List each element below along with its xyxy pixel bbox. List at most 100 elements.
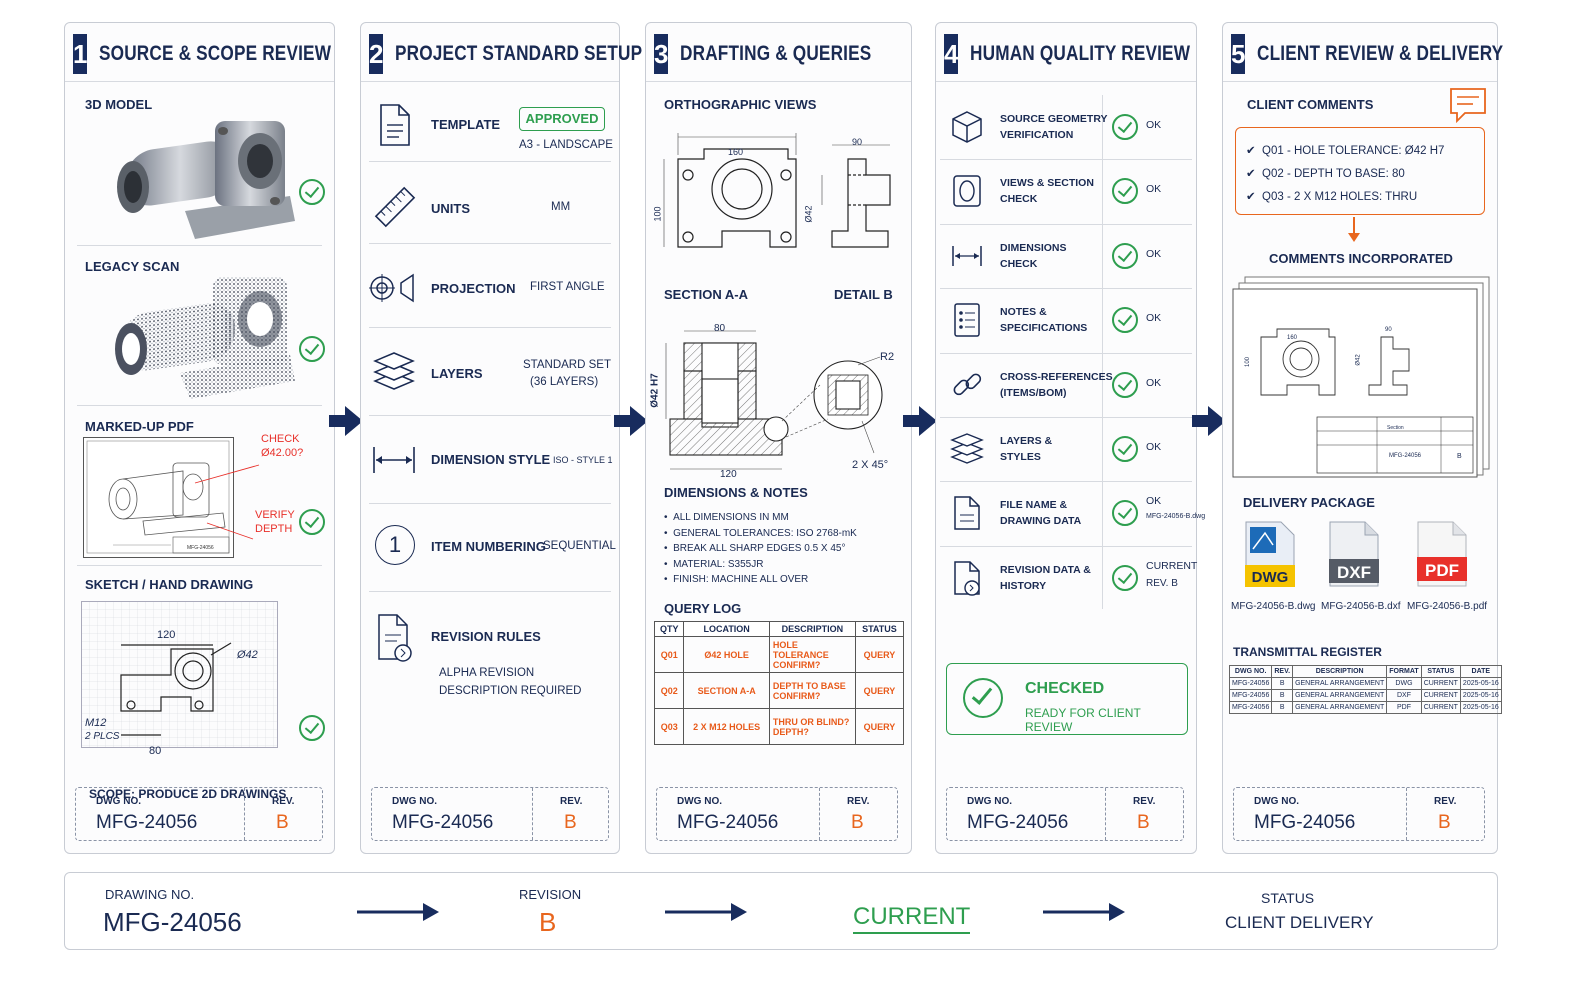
- qa-item-line: SPECIFICATIONS: [1000, 322, 1088, 335]
- dimension-icon: [373, 447, 415, 473]
- row-divider: [940, 352, 1192, 354]
- sketch-image: [81, 601, 278, 748]
- status-label: STATUS: [1261, 890, 1315, 906]
- transmittal-label: TRANSMITTAL REGISTER: [1233, 645, 1382, 659]
- section-detail-drawing: [665, 330, 883, 470]
- section-label: SECTION A-A: [664, 287, 749, 302]
- qa-item-line: VERIFICATION: [1000, 129, 1074, 141]
- dxf-badge: DXF: [1337, 563, 1371, 582]
- table-cell: QUERY: [854, 636, 905, 673]
- checked-label: CHECKED: [1025, 680, 1105, 697]
- drawing-no-label: DRAWING NO.: [105, 887, 195, 902]
- check-icon: [1112, 242, 1138, 269]
- client-comments-label: CLIENT COMMENTS: [1247, 97, 1374, 112]
- column-header: STATUS: [1420, 665, 1461, 678]
- revrules-label: REVISION RULES: [431, 629, 541, 644]
- delivery-label: DELIVERY PACKAGE: [1243, 495, 1375, 510]
- ortho-dim-160: 160: [728, 147, 744, 157]
- comment-item: ✔ Q01 - HOLE TOLERANCE: Ø42 H7: [1246, 145, 1445, 157]
- projection-value: FIRST ANGLE: [530, 281, 605, 293]
- dxf-file-icon[interactable]: DXF: [1329, 521, 1379, 587]
- panel-title: SOURCE & SCOPE REVIEW: [99, 42, 332, 65]
- panel-header: 4 HUMAN QUALITY REVIEW: [944, 31, 1190, 77]
- rev-label: REV.: [1434, 796, 1457, 807]
- pdf-file-icon[interactable]: PDF: [1417, 521, 1467, 587]
- footer-arrow-icon: [665, 903, 747, 921]
- itemnum-value: SEQUENTIAL: [543, 540, 616, 552]
- views-icon: [953, 175, 981, 208]
- qa-status: OK: [1146, 312, 1162, 325]
- rev-label: REV.: [560, 796, 583, 807]
- sheet-title-block-title: Section: [1387, 425, 1404, 431]
- link-icon: [953, 373, 982, 395]
- dwg-filename[interactable]: MFG-24056-B.dwg: [1231, 601, 1316, 612]
- current-status: CURRENT: [853, 903, 971, 934]
- label-sketch: SKETCH / HAND DRAWING: [85, 577, 254, 592]
- rev-value: B: [1137, 812, 1150, 833]
- sketch-m12: M12: [85, 717, 107, 729]
- dxf-filename[interactable]: MFG-24056-B.dxf: [1321, 601, 1401, 612]
- section-dim-h7: Ø42 H7: [649, 373, 661, 408]
- sheet-dim-42: Ø42: [1355, 354, 1362, 366]
- flow-arrow-icon: [614, 406, 648, 436]
- qa-status: OK: [1146, 247, 1162, 260]
- pdf-badge: PDF: [1425, 561, 1459, 580]
- row-divider: [940, 288, 1192, 290]
- status-value: CLIENT DELIVERY: [1225, 913, 1374, 932]
- qa-item-line: CROSS-REFERENCES: [1000, 370, 1113, 383]
- note-item: • FINISH: MACHINE ALL OVER: [664, 574, 809, 585]
- step-number: 1: [73, 34, 88, 74]
- table-row: Q01 Ø42 HOLE HOLE TOLERANCE CONFIRM? QUE…: [653, 636, 905, 673]
- section-dim-120: 120: [720, 469, 737, 480]
- pdf-dwg-text: MFG-24056: [187, 545, 214, 551]
- qa-item-line: DRAWING DATA: [1000, 515, 1082, 528]
- item-number-icon: 1: [375, 525, 415, 565]
- pdf-depth-note: DEPTH: [255, 523, 293, 535]
- qa-item-line: REVISION DATA &: [1000, 563, 1091, 576]
- pdf-check-value: Ø42.00?: [261, 447, 304, 459]
- row-divider: [940, 159, 1192, 161]
- check-icon: [1112, 114, 1138, 140]
- comment-list: ✔ Q01 - HOLE TOLERANCE: Ø42 H7 ✔ Q02 - D…: [1246, 140, 1444, 209]
- label-marked-up-pdf: MARKED-UP PDF: [85, 419, 194, 434]
- qa-item-line: (ITEMS/BOM): [1000, 386, 1067, 399]
- qa-status-detail: MFG-24056-B.dwg: [1146, 513, 1206, 521]
- pdf-verify-note: VERIFY: [255, 509, 295, 521]
- panel-client-review-delivery: 5 CLIENT REVIEW & DELIVERY CLIENT COMMEN…: [1222, 22, 1504, 854]
- panel-header: 2 PROJECT STANDARD SETUP: [369, 31, 643, 77]
- ortho-dim-100: 100: [652, 206, 663, 222]
- revision-value: B: [539, 907, 557, 937]
- table-cell: QUERY: [854, 708, 905, 745]
- qa-item-line: HISTORY: [1000, 579, 1047, 592]
- panel-header: 5 CLIENT REVIEW & DELIVERY: [1231, 31, 1504, 77]
- dwg-file-icon[interactable]: DWG: [1245, 521, 1295, 587]
- table-row: Q03 2 X M12 HOLES THRU OR BLIND? DEPTH? …: [653, 708, 905, 745]
- qa-item-label: NOTES &SPECIFICATIONS: [1000, 304, 1087, 336]
- detail-chamfer: 2 X 45°: [852, 459, 889, 471]
- flow-arrow-icon: [903, 406, 937, 436]
- layers-count: (36 LAYERS): [530, 376, 599, 388]
- pdf-filename[interactable]: MFG-24056-B.pdf: [1407, 601, 1488, 612]
- detail-label: DETAIL B: [834, 287, 893, 302]
- qa-item-line: LAYERS &: [1000, 435, 1053, 447]
- rev-label: REV.: [847, 796, 870, 807]
- table-cell: THRU OR BLIND? DEPTH?: [768, 708, 856, 745]
- label-legacy-scan: LEGACY SCAN: [85, 259, 180, 274]
- ready-label: READY FOR CLIENT REVIEW: [1025, 706, 1141, 734]
- table-header-row: DWG NO. REV. DESCRIPTION FORMAT STATUS D…: [1228, 665, 1502, 678]
- panel-title: DRAFTING & QUERIES: [680, 42, 872, 65]
- check-icon: [299, 715, 325, 741]
- table-cell: SECTION A-A: [683, 672, 770, 709]
- check-icon: [1112, 436, 1138, 462]
- transmittal-table: DWG NO. REV. DESCRIPTION FORMAT STATUS D…: [1228, 665, 1502, 714]
- sheet-dim-160: 160: [1287, 335, 1298, 341]
- orthographic-views-drawing: [663, 133, 891, 248]
- dimension-icon: [952, 245, 982, 266]
- column-header: REV.: [1271, 665, 1294, 678]
- marked-up-pdf-image: MFG-24056: [83, 437, 260, 558]
